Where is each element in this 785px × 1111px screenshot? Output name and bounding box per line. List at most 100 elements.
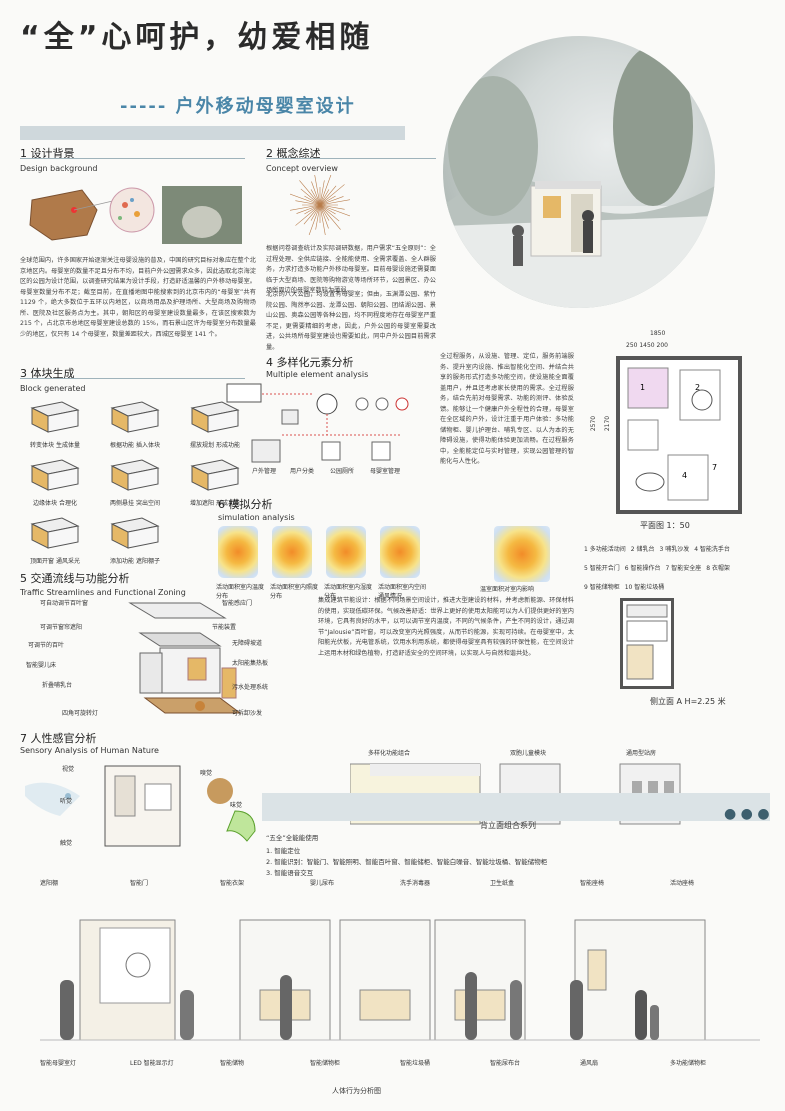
plan-dim-side2: 2170 [604,415,612,432]
function-label: 太阳能集热板 [232,660,269,667]
behavior-label: 智能门 [130,880,149,887]
behavior-label: 智能母婴室灯 [40,1060,77,1067]
svg-text:7: 7 [712,463,717,472]
bottom-top-labels: 遮阳棚智能门智能衣架婴儿尿布洗手消毒器卫生纸盒智能座椅活动座椅 [40,878,760,892]
sensory-diagram [20,756,270,856]
function-label: 可自动调节百叶窗 [40,600,89,607]
rear-elevation-band [262,793,770,821]
sense-sight: 视觉 [62,766,75,773]
behavior-label: 活动座椅 [670,880,695,887]
plan-legend-item: 8 衣帽架 [706,565,730,572]
block-step-label: 摆放规划 形成功能 [190,442,240,449]
combo-label-2: 双胞儿童模块 [510,750,547,757]
element-icon-label-3: 公园厕所 [330,468,355,475]
sense-touch: 触觉 [60,840,73,847]
plan-dim-top2: 250 1450 200 [626,342,668,349]
behavior-label: 卫生纸盒 [490,880,515,887]
sec5-label-group: 可自动调节百叶窗可调节窗帘遮阳可调节的百叶智能婴儿床折叠哺乳台四角可旋转灯智能感… [22,598,312,733]
function-label: 可调节的百叶 [28,642,65,649]
plan-legend-item: 6 智能操作台 [624,565,661,572]
sec1-images [22,180,254,250]
sec1-subheading: Design background [20,164,98,173]
sec1-heading: 1 设计背景 [20,147,75,160]
block-step: 两侧悬挂 突出空间 [98,454,172,508]
sec2-subheading: Concept overview [266,164,338,173]
block-generation-steps: 转变体块 生成体量根据功能 插入体块摆放规划 形成功能边缘体块 合理化两侧悬挂 … [18,396,258,566]
plan-legend-item: 5 智能开合门 [584,565,620,572]
svg-text:4: 4 [682,471,687,480]
plan-legend-item: 2 储乳台 [630,546,655,553]
behavior-label: 智能衣架 [220,880,245,887]
heatmap-caption-4: 活动面积室内空间通风情况 [378,584,427,600]
sec1-body: 全球范围内，许多国家开始逐渐关注母婴设施的普及，中国的研究目标对象应在整个北京地… [20,257,256,338]
page-title: “全”心呵护，幼爱相随 [20,20,374,55]
block-step-label: 添加功能 遮阳棚子 [110,558,160,565]
sense-taste: 味觉 [230,802,243,809]
block-step: 增加遮阳 形成功能 [178,454,252,508]
function-label: 可拆卸沙发 [232,710,263,717]
behavior-label: 洗手消毒器 [400,880,431,887]
block-step-label: 转变体块 生成体量 [30,442,80,449]
function-label: 无障碍坡道 [232,640,263,647]
combo-band-label: 背立面组合系列 [480,821,536,830]
title-bar [20,126,405,140]
sec3-rule [20,378,245,379]
heatmap-ventilation [380,526,420,578]
sec1-rule [20,158,245,159]
behavior-label: 遮阳棚 [40,880,59,887]
sec2-body1: 根据问卷调查统计及实际调研数据，用户需求“五全原则”：全过程处理、全供应链接、全… [266,245,436,294]
side-elevation [620,598,674,689]
plan-dim-top1: 1850 [650,330,666,337]
behavior-label: 婴儿尿布 [310,880,335,887]
element-analysis-diagram [222,380,427,472]
block-step-label: 增加遮阳 形成功能 [190,500,240,507]
heatmap-caption-1: 活动面积室内温度分布 [216,584,265,600]
function-label: 四角可旋转灯 [62,710,99,717]
plan-legend-item: 7 智能安全座 [665,565,702,572]
exploded-axonometric [100,598,255,730]
tech-body: 集成建筑节能设计：根据不同场景空间设计，推进大型建设的材料，并考虑新能源、环保材… [318,597,574,657]
block-step: 顶面开窗 通风采光 [18,512,92,566]
block-step-label: 顶面开窗 通风采光 [30,558,80,565]
note-3: 3. 智能语音交互 [266,869,314,877]
plan-legend-item: 10 智能垃圾桶 [624,584,665,591]
behavior-label: 多功能储物柜 [670,1060,707,1067]
plan-caption: 平面图 1：50 [640,521,690,530]
page-subtitle: ----- 户外移动母婴室设计 [120,96,356,117]
sec2-body2: 北京的八大公园，均设置有母婴室；但由，玉渊潭公园、紫竹院公园、陶然亭公园、龙潭公… [266,291,436,351]
sense-smell: 嗅觉 [200,770,213,777]
function-label: 可调节窗帘遮阳 [40,624,83,631]
plan-legend-item: 4 智能洗手台 [694,546,730,553]
sec7-heading: 7 人性感官分析 [20,732,97,745]
block-step: 添加功能 遮阳棚子 [98,512,172,566]
sec4-body: 全过程服务，从设施、管理、定位，服务前端服务、提升室内设施、推出智能化空间、并结… [440,353,574,465]
svg-text:2: 2 [695,383,700,392]
function-label: 节能装置 [212,624,237,631]
behavior-label: LED 智能显示灯 [130,1060,174,1067]
sec6-subheading: simulation analysis [218,513,295,522]
combo-label-1: 多样化功能组合 [368,750,411,757]
block-step-label: 两侧悬挂 突出空间 [110,500,160,507]
behavior-label: 智能储物柜 [310,1060,341,1067]
heatmap-temperature [218,526,258,578]
floor-plan: 1 2 4 7 [616,356,742,514]
sec2-rule [266,158,436,159]
sec5-subheading: Traffic Streamlines and Functional Zonin… [20,588,186,597]
sense-hearing: 听觉 [60,798,73,805]
notes-title: “五全”全能能使用 [266,834,319,842]
svg-text:1: 1 [640,383,645,392]
block-step-label: 边缘体块 合理化 [33,500,77,507]
function-label: 智能婴儿床 [26,662,57,669]
bottom-caption: 人体行为分析图 [332,1087,381,1095]
combo-label-3: 通用型站房 [626,750,657,757]
heatmap-caption-3: 活动面积室内湿度分布 [324,584,373,600]
concept-radial-diagram [288,173,352,237]
element-icon-label-4: 母婴室管理 [370,468,401,475]
block-step: 边缘体块 合理化 [18,454,92,508]
behavior-label: 智能尿布台 [490,1060,521,1067]
function-label: 污水处理系统 [232,684,269,691]
heatmap-humidity [326,526,366,578]
sec3-heading: 3 体块生成 [20,367,75,380]
